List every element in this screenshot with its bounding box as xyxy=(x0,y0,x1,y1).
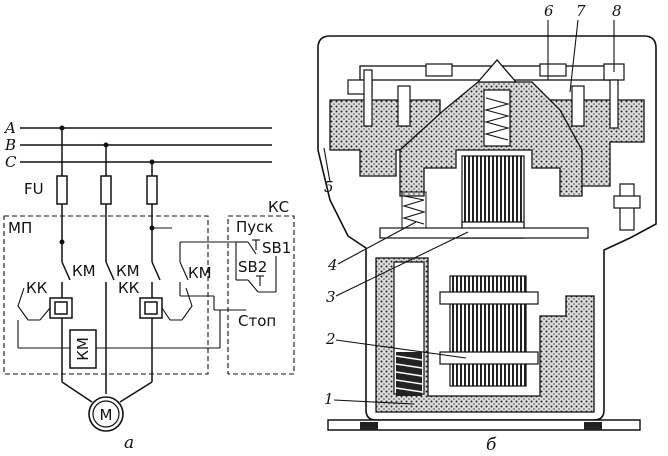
contact-bridge xyxy=(379,227,589,239)
phase-b-label: B xyxy=(4,136,16,154)
holding-km-label: КМ xyxy=(188,264,212,282)
contact-km-2-label: КМ xyxy=(116,262,140,280)
top-spring xyxy=(476,59,518,147)
push-buttons: Пуск SB1 SB2 Стоп xyxy=(213,218,291,330)
coil-km-label: КМ xyxy=(74,337,92,361)
caption-a: а xyxy=(124,433,134,453)
return-spring xyxy=(395,352,423,396)
phase-buses: A B C xyxy=(3,119,272,171)
motor-label: M xyxy=(100,406,113,424)
start-label: Пуск xyxy=(236,218,273,236)
callout-5: 5 xyxy=(324,178,334,196)
station-enclosure xyxy=(227,215,295,375)
relay-kk-2-label: КК xyxy=(118,279,140,297)
motor xyxy=(88,396,124,432)
phase-a-label: A xyxy=(3,119,16,137)
contact-spring xyxy=(402,195,426,225)
callout-1: 1 xyxy=(324,390,334,408)
relay-kk-1-label: КК xyxy=(26,279,48,297)
leader-lines xyxy=(323,19,615,405)
holding-contact: КМ xyxy=(152,227,236,297)
callout-8: 8 xyxy=(612,2,622,20)
main-contacts: КМ КМ xyxy=(61,261,161,300)
fuse-label: FU xyxy=(24,180,44,198)
thermal-relays: КК КК xyxy=(17,279,193,321)
terminal-screws xyxy=(347,63,641,231)
stop-label: Стоп xyxy=(238,312,276,330)
contact-km-1-label: КМ xyxy=(72,262,96,280)
fuses: FU xyxy=(24,175,158,205)
callout-2: 2 xyxy=(325,330,336,348)
callout-4: 4 xyxy=(327,256,338,274)
callout-3: 3 xyxy=(326,288,336,306)
station-label: КС xyxy=(268,198,289,216)
start-button-label: SB1 xyxy=(262,239,291,257)
contactor-coil xyxy=(69,329,97,369)
callout-6: 6 xyxy=(544,2,554,20)
caption-b: б xyxy=(486,435,497,455)
phase-c-label: C xyxy=(5,153,17,171)
stop-button-label: SB2 xyxy=(238,258,267,276)
fuse-1 xyxy=(56,175,68,205)
starter-label: МП xyxy=(8,219,32,237)
mounting-plate xyxy=(327,419,641,431)
wiring-diagram: A B C FU МП КС xyxy=(3,119,295,453)
fuse-2 xyxy=(100,175,112,205)
contactor-section: 1 2 3 4 5 6 7 8 б xyxy=(317,2,657,455)
callout-7: 7 xyxy=(576,2,586,20)
fuse-3 xyxy=(146,175,158,205)
